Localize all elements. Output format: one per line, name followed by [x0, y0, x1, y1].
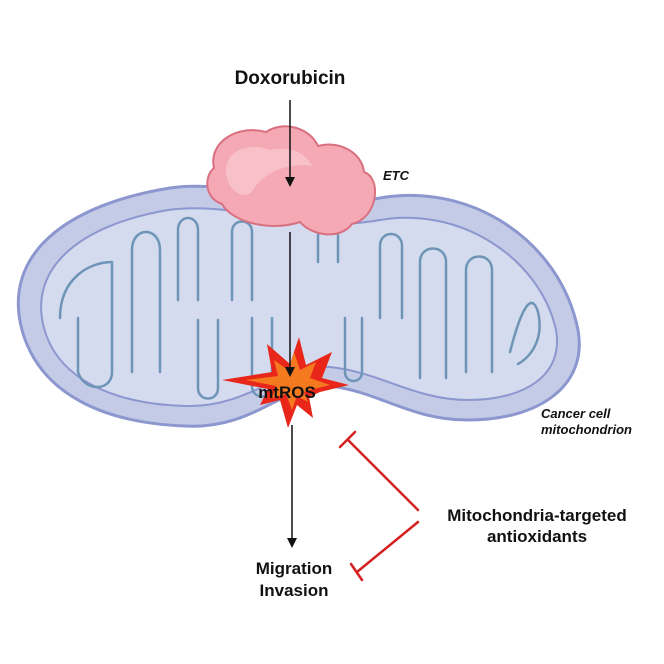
inhibit-outcome-bar — [349, 562, 364, 582]
inhibitor-label-line1: Mitochondria-targeted — [447, 506, 626, 525]
matrix — [40, 207, 559, 408]
outcome-label-line1: Migration — [256, 559, 333, 578]
drug-label: Doxorubicin — [235, 68, 346, 89]
inhibitor-label-line2: antioxidants — [487, 527, 587, 546]
etc-label: ETC — [383, 168, 410, 183]
inhibit-outcome-line — [355, 520, 420, 574]
organelle-label-line2: mitochondrion — [541, 422, 632, 437]
organelle-label-line1: Cancer cell — [541, 406, 611, 421]
inhibit-ros-bar — [338, 430, 357, 449]
outcome-label-line2: Invasion — [260, 581, 329, 600]
ros-label: mtROS — [258, 383, 316, 402]
ros-burst-icon — [222, 337, 349, 428]
inhibit-ros-line — [346, 438, 420, 512]
inhibition-arrows — [338, 430, 420, 582]
